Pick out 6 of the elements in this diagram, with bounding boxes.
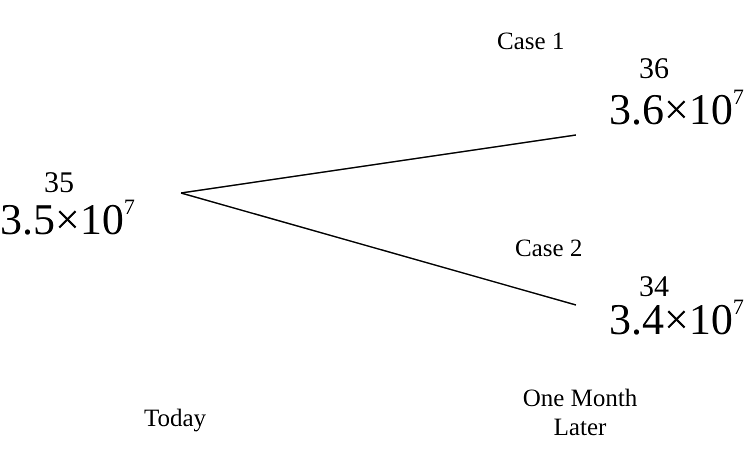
price-text: 36 xyxy=(638,54,670,84)
branch-line xyxy=(180,192,576,306)
branch-line xyxy=(180,134,576,194)
price-text: 35 xyxy=(43,168,75,198)
value-text: 3.6×10$^{7}$ xyxy=(608,88,745,132)
value-text: 3.5×10$^{7}$ xyxy=(0,198,136,242)
